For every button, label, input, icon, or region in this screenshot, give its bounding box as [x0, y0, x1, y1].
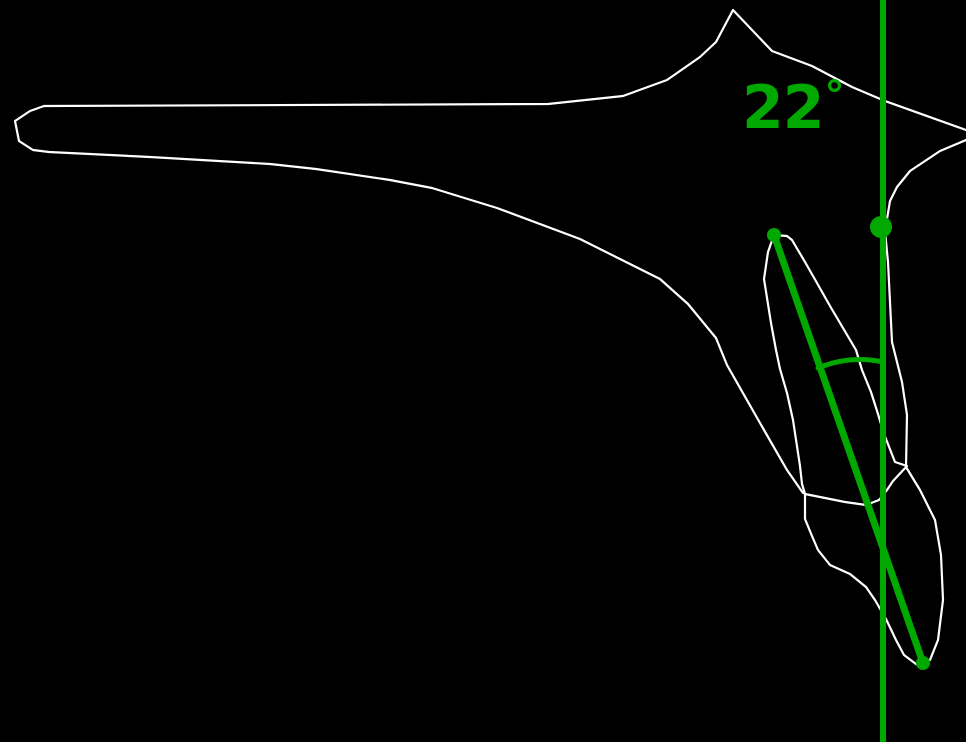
- incisor-apex-dot: [767, 228, 781, 242]
- incisor-axis-line: [770, 231, 927, 667]
- palatal-plane-outline: [13, 8, 966, 495]
- angle-arc: [815, 357, 886, 371]
- lip-outline: [803, 492, 922, 669]
- incisor-tip-dot: [916, 656, 930, 670]
- reference-point-dot: [870, 216, 892, 238]
- degree-symbol: °: [824, 73, 845, 119]
- labial-contour-outline: [883, 138, 966, 662]
- angle-value: 22: [742, 73, 824, 143]
- angle-label: 22°: [742, 73, 845, 143]
